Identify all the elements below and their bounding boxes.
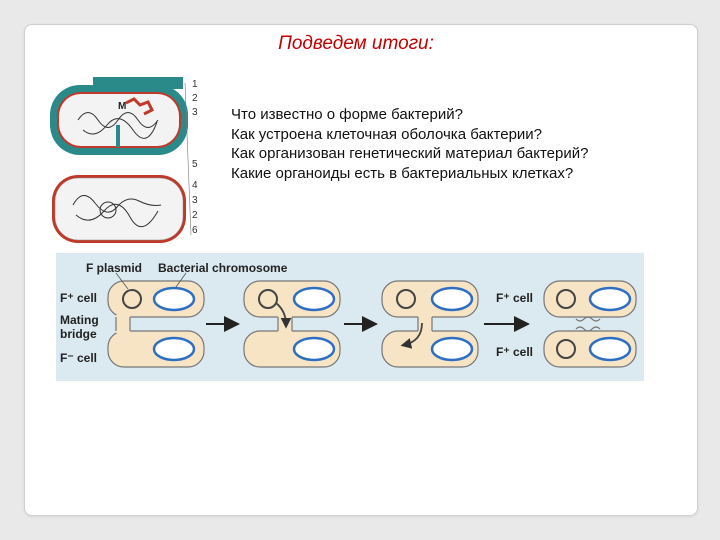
dna-transfer-strand <box>400 322 423 349</box>
callout-number: 6 <box>192 225 198 236</box>
separating-bridge <box>575 316 601 322</box>
conjugation-svg <box>107 272 637 368</box>
callout-number: 2 <box>192 210 198 221</box>
label-pointer <box>175 272 187 288</box>
stage-3 <box>381 280 479 368</box>
bacterial-chromosome <box>292 286 336 312</box>
conjugation-diagram: F plasmid Bacterial chromosome F⁺ cell M… <box>56 253 644 381</box>
nucleoid-dna <box>72 195 162 213</box>
result-f-plus-label: F⁺ cell <box>496 345 534 359</box>
label-pointer <box>115 272 129 290</box>
mating-bridge <box>116 315 130 333</box>
f-plasmid <box>122 289 142 309</box>
bacterial-chromosome <box>430 286 474 312</box>
result-f-plus-label: F⁺ cell <box>496 291 534 305</box>
mesosome <box>125 97 155 116</box>
callout-number: 3 <box>192 195 198 206</box>
cytoplasm <box>54 177 184 241</box>
nucleoid-dna <box>75 203 159 227</box>
dna-transfer-strand <box>275 302 292 329</box>
bacterial-cell-diagram: M 1 2 3 5 4 3 2 6 <box>50 77 198 243</box>
callout-number: 2 <box>192 93 198 104</box>
nucleoid-dna <box>77 112 159 128</box>
question-item: Как устроена клеточная оболочка бактерии… <box>231 125 543 143</box>
mesosome-label: M <box>118 101 126 112</box>
questions-list: Что известно о форме бактерий? Как устро… <box>231 105 701 183</box>
question-item: Что известно о форме бактерий? <box>231 106 463 123</box>
f-plasmid <box>396 289 416 309</box>
bacterial-chromosome <box>588 286 632 312</box>
f-minus-cell-label: F⁻ cell <box>60 351 98 365</box>
stage-2 <box>243 280 341 368</box>
bacterial-chromosome-label: Bacterial chromosome <box>158 261 288 275</box>
f-plus-cell-label: F⁺ cell <box>60 291 98 305</box>
bacterial-chromosome <box>152 336 196 362</box>
f-plasmid-label: F plasmid <box>86 261 143 275</box>
stage-4 <box>543 280 637 368</box>
leader-line <box>184 82 192 236</box>
separating-bridge <box>575 326 601 332</box>
f-plasmid <box>556 339 576 359</box>
bacterial-chromosome <box>588 336 632 362</box>
nucleoid-dna <box>82 118 158 139</box>
f-plasmid <box>258 289 278 309</box>
mating-bridge-label-1: Mating <box>60 313 99 327</box>
bacterial-chromosome <box>292 336 336 362</box>
callout-number: 5 <box>192 159 198 170</box>
callout-number: 1 <box>192 79 198 90</box>
question-item: Как организован генетический материал ба… <box>231 145 589 162</box>
mating-bridge-label-2: bridge <box>60 327 97 341</box>
mating-bridge <box>418 315 432 333</box>
bacterial-chromosome <box>152 286 196 312</box>
callout-number: 4 <box>192 180 198 191</box>
bacterial-chromosome <box>430 336 474 362</box>
septum <box>116 125 120 147</box>
stage-1 <box>107 280 205 368</box>
callout-number: 3 <box>192 107 198 118</box>
f-plasmid <box>556 289 576 309</box>
slide-title: Подведем итоги: <box>278 33 434 54</box>
plasmid-loop <box>99 201 117 219</box>
question-item: Какие органоиды есть в бактериальных кле… <box>231 164 574 182</box>
